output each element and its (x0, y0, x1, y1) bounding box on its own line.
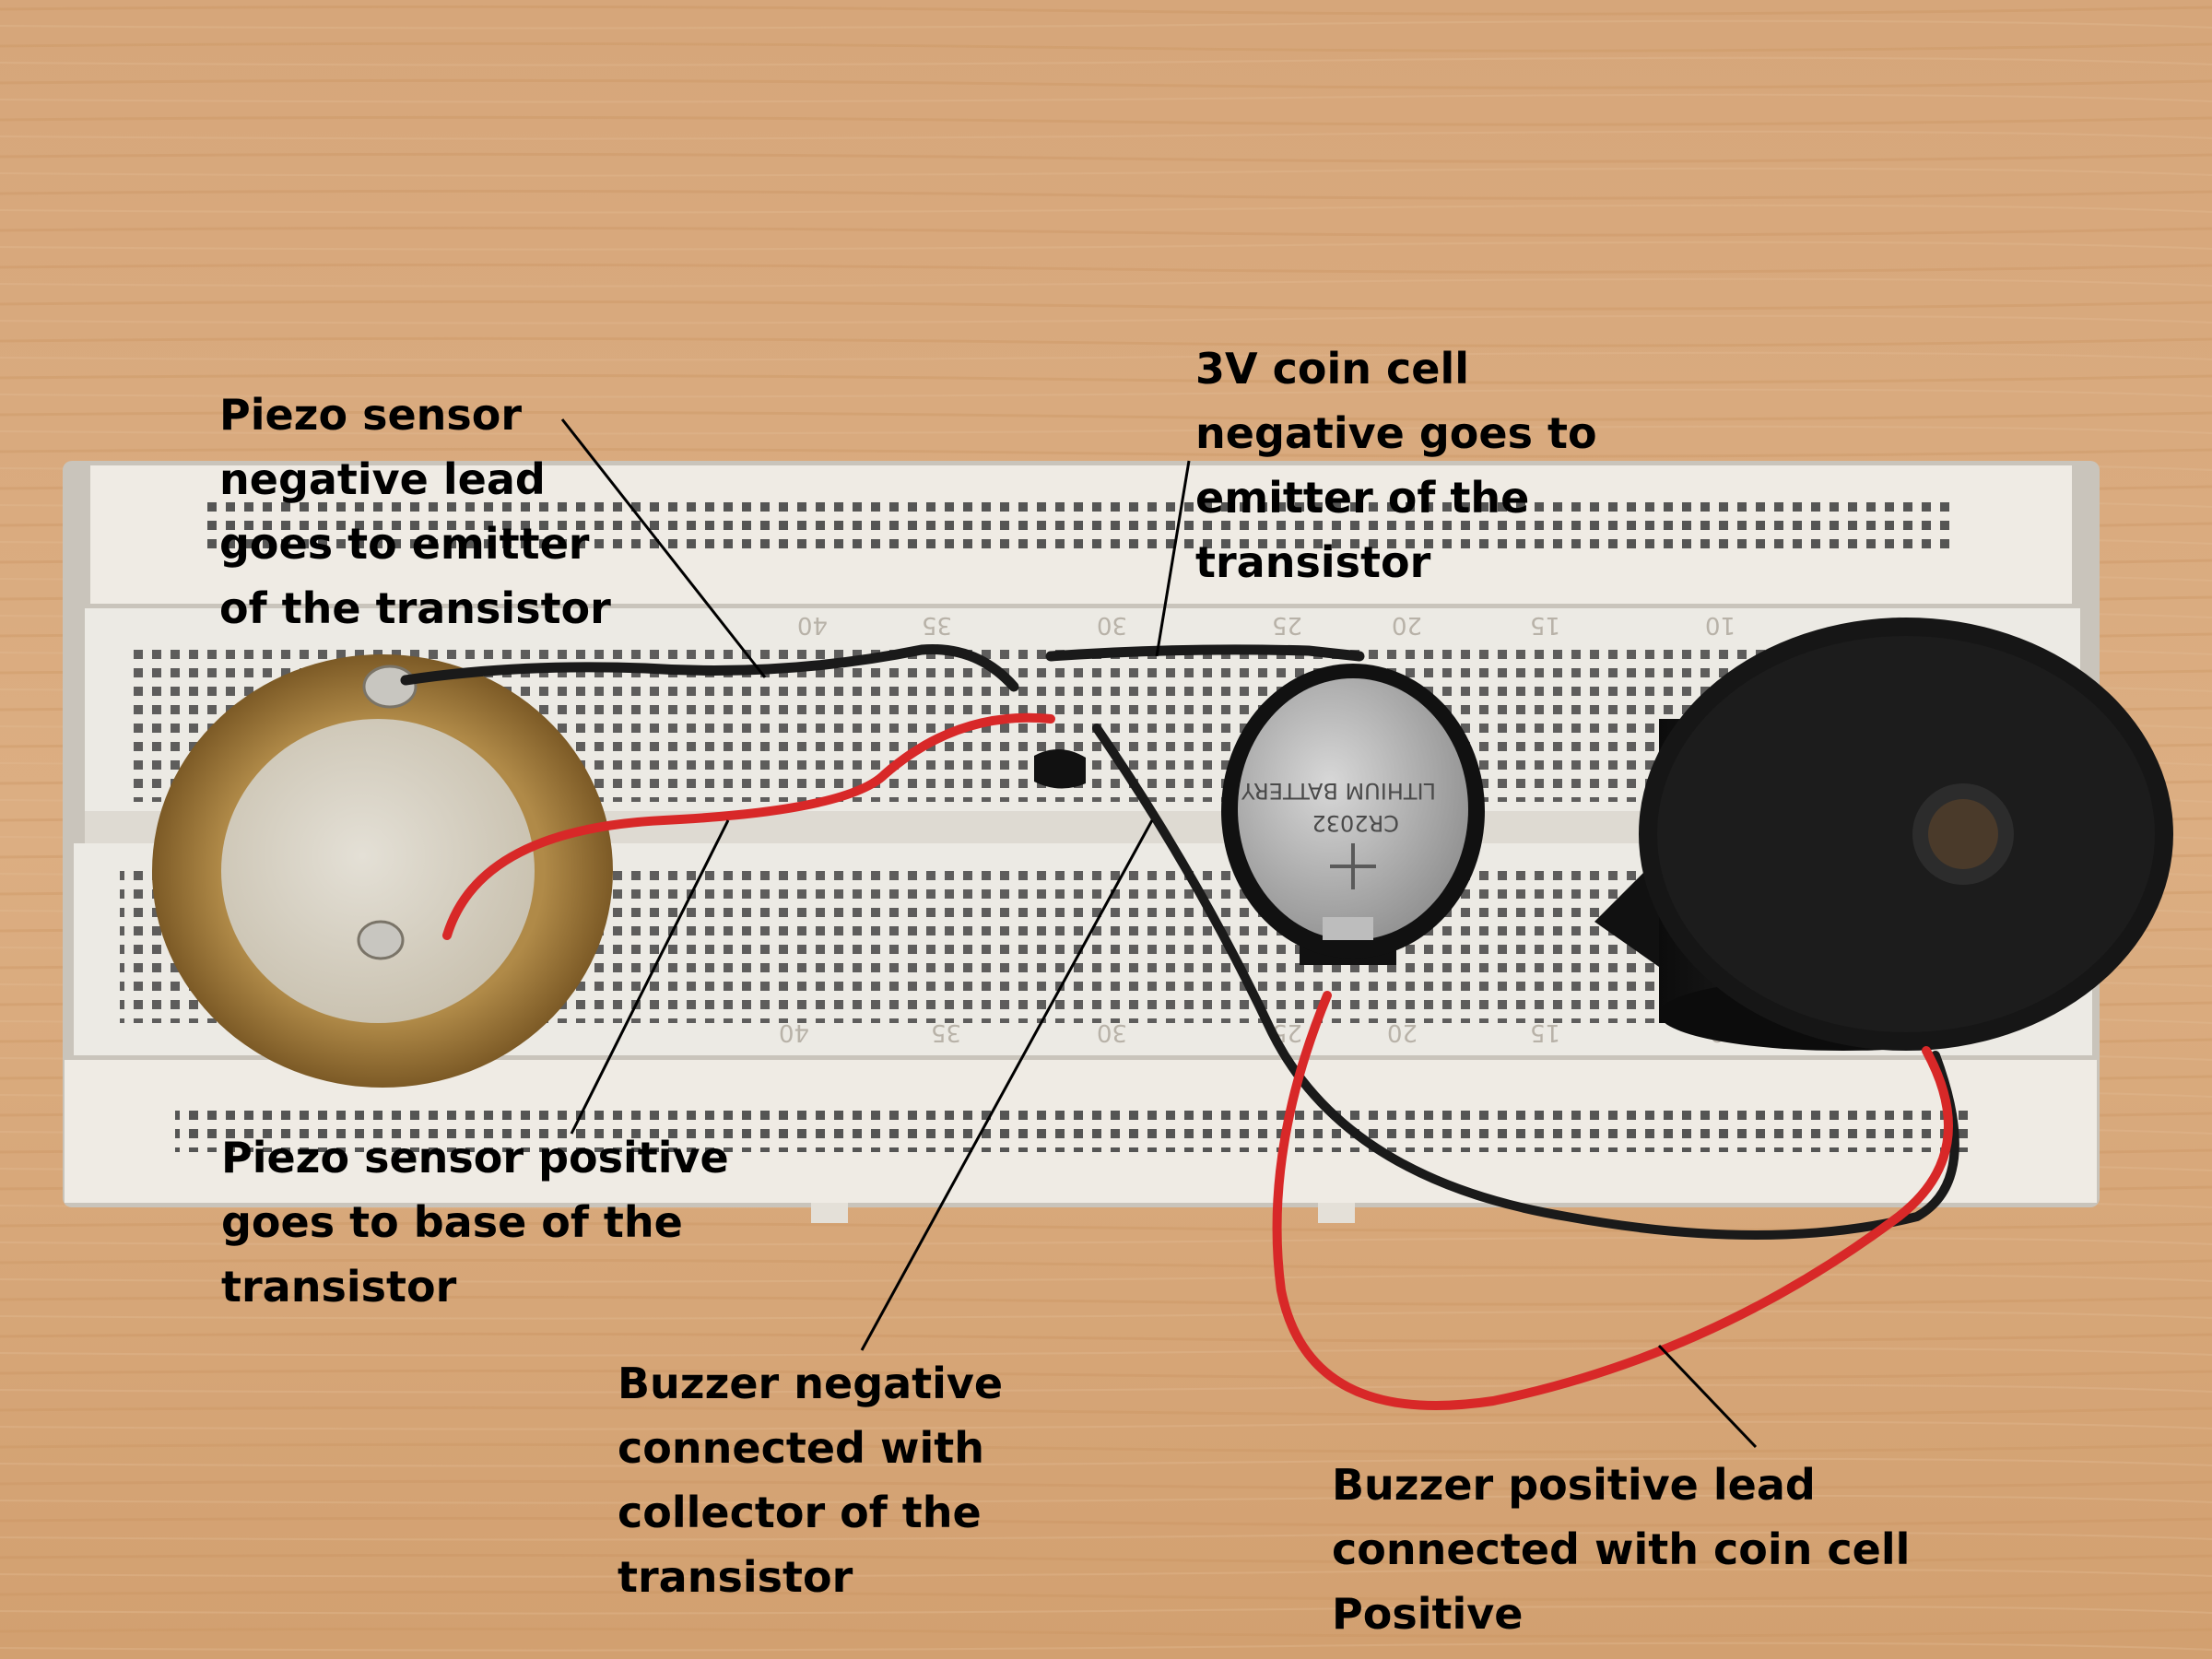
breadboard-row-number: 15 (1530, 611, 1560, 639)
label-line: Buzzer negative (618, 1359, 1004, 1408)
label-piezo-negative: Piezo sensor negative lead goes to emitt… (219, 382, 611, 641)
label-line: Piezo sensor positive (221, 1133, 729, 1182)
label-line: Buzzer positive lead (1332, 1460, 1816, 1510)
label-line: transistor (1195, 537, 1431, 587)
label-buzzer-positive: Buzzer positive lead connected with coin… (1332, 1453, 1910, 1646)
label-line: 3V coin cell (1195, 344, 1470, 394)
piezo-positive-wire (442, 712, 1055, 940)
label-line: negative lead (219, 454, 546, 504)
breadboard-row-number: 10 (1705, 611, 1735, 639)
buzzer (1594, 618, 2173, 1051)
top-rail-holes (203, 502, 1954, 548)
wires (400, 644, 1959, 1410)
label-line: goes to emitter (219, 519, 590, 569)
label-line: Positive (1332, 1589, 1524, 1639)
label-line: transistor (221, 1262, 457, 1312)
breadboard-row-number: 35 (922, 611, 952, 639)
breadboard-row-number: 30 (1097, 1018, 1127, 1046)
label-coin-cell-negative: 3V coin cell negative goes to emitter of… (1195, 336, 1597, 594)
label-buzzer-negative: Buzzer negative connected with collector… (618, 1351, 1003, 1609)
piezo-sensor (152, 654, 613, 1088)
label-line: connected with (618, 1423, 984, 1473)
breadboard-row-number: 30 (1097, 611, 1127, 639)
bottom-rail-holes (175, 1106, 1972, 1152)
battery-type-text: LITHIUM BATTERY (1241, 778, 1436, 804)
label-line: collector of the (618, 1488, 982, 1537)
piezo-negative-wire (400, 644, 1019, 692)
coin-cell-battery: CR2032 LITHIUM BATTERY (1221, 664, 1485, 965)
buzzer-negative-wire (1092, 724, 1959, 1240)
breadboard-row-number: 35 (931, 1018, 961, 1046)
label-line: emitter of the (1195, 473, 1530, 523)
leader-buzzer-negative (860, 819, 1154, 1351)
breadboard-row-number: 20 (1387, 1018, 1418, 1046)
label-line: of the transistor (219, 583, 611, 633)
breadboard-row-number: 40 (779, 1018, 809, 1046)
leader-piezo-positive (570, 819, 730, 1135)
label-line: goes to base of the (221, 1197, 683, 1247)
transistor (1034, 748, 1086, 789)
breadboard-row-number: 25 (1272, 611, 1302, 639)
label-line: negative goes to (1195, 408, 1597, 458)
coin-negative-wire (1045, 644, 1365, 662)
breadboard-row-number: 20 (1392, 611, 1422, 639)
breadboard-row-number: 15 (1530, 1018, 1560, 1046)
label-line: transistor (618, 1552, 853, 1602)
label-piezo-positive: Piezo sensor positive goes to base of th… (221, 1125, 729, 1319)
callout-lines (560, 418, 1758, 1449)
label-line: connected with coin cell (1332, 1524, 1911, 1574)
battery-model-text: CR2032 (1312, 810, 1399, 836)
buzzer-positive-wire (1272, 991, 1953, 1410)
leader-coin-negative (1155, 460, 1191, 657)
leader-buzzer-positive (1657, 1344, 1758, 1449)
breadboard-row-number: 40 (797, 611, 828, 639)
leader-piezo-negative (560, 418, 767, 678)
label-line: Piezo sensor (219, 390, 523, 440)
